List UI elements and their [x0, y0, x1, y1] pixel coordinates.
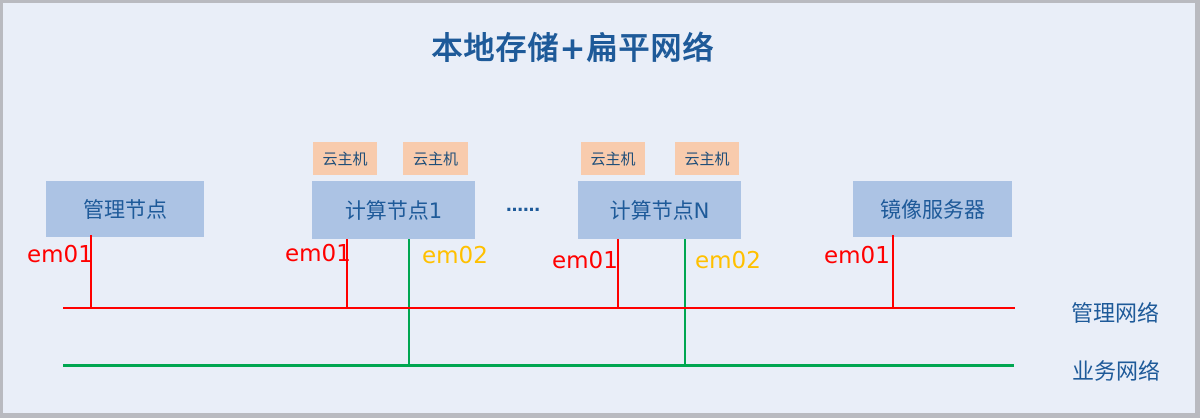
- port-label-em01-mirror: em01: [824, 243, 890, 269]
- connector-em02-compute-1: [408, 239, 410, 367]
- management-network-line: [63, 307, 1015, 309]
- network-label-management: 管理网络: [1071, 302, 1160, 327]
- port-label-em02-compute-n: em02: [695, 248, 761, 274]
- connector-em01-management: [90, 235, 92, 309]
- node-management: 管理节点: [46, 181, 204, 237]
- diagram-title: 本地存储+扁平网络: [431, 31, 715, 67]
- cloud-host-box: 云主机: [403, 142, 468, 175]
- connector-em02-compute-n: [684, 239, 686, 367]
- port-label-em01-compute-n: em01: [552, 248, 618, 274]
- ellipsis-more-nodes: ……: [506, 196, 540, 216]
- node-compute-1: 计算节点1: [312, 181, 475, 239]
- port-label-em01-management: em01: [27, 242, 93, 268]
- port-label-em01-compute-1: em01: [285, 241, 351, 267]
- cloud-host-box: 云主机: [675, 142, 739, 175]
- connector-em01-mirror: [892, 235, 894, 309]
- network-label-business: 业务网络: [1072, 360, 1161, 385]
- business-network-line: [63, 364, 1014, 367]
- port-label-em02-compute-1: em02: [422, 243, 488, 269]
- connector-em01-compute-1: [346, 239, 348, 309]
- cloud-host-box: 云主机: [581, 142, 645, 175]
- node-compute-n: 计算节点N: [578, 181, 741, 239]
- node-mirror-server: 镜像服务器: [853, 181, 1012, 237]
- connector-em01-compute-n: [617, 239, 619, 309]
- cloud-host-box: 云主机: [313, 142, 377, 175]
